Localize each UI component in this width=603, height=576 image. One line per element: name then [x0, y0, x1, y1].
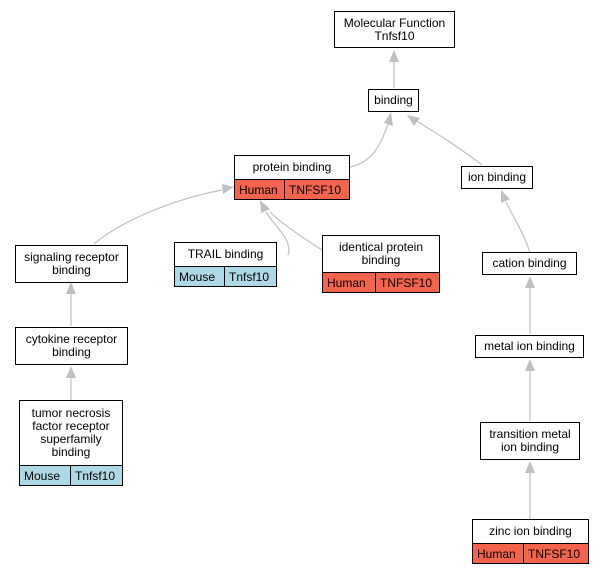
node-signaling-receptor-binding[interactable]: signaling receptor binding — [15, 245, 128, 283]
node-label: identical protein binding — [338, 240, 424, 267]
edge-identical-to-protein-binding — [269, 211, 323, 251]
species-row: Human TNFSF10 — [235, 179, 349, 199]
species-row: Human TNFSF10 — [473, 543, 588, 563]
node-identical-protein-binding[interactable]: identical protein binding Human TNFSF10 — [322, 235, 440, 293]
species-label: Human — [235, 180, 285, 199]
node-label: signaling receptor binding — [24, 250, 119, 277]
node-label: TRAIL binding — [187, 247, 264, 261]
gene-symbol: Tnfsf10 — [75, 468, 116, 483]
node-cation-binding[interactable]: cation binding — [482, 252, 577, 275]
species-label: Human — [473, 544, 524, 563]
gene-symbol: TNFSF10 — [528, 546, 581, 561]
edge-signaling-receptor-to-protein-binding — [93, 189, 223, 245]
gene-symbol: Tnfsf10 — [229, 269, 270, 284]
node-cytokine-receptor-binding[interactable]: cytokine receptor binding — [15, 327, 128, 365]
species-label: Human — [323, 273, 376, 292]
node-molecular-function[interactable]: Molecular Function Tnfsf10 — [334, 11, 455, 48]
species-row: Mouse Tnfsf10 — [175, 266, 276, 286]
species-label: Mouse — [175, 267, 225, 286]
node-binding[interactable]: binding — [368, 89, 419, 112]
node-label: cytokine receptor binding — [25, 332, 118, 359]
node-tnf-receptor-superfamily-binding[interactable]: tumor necrosis factor receptor superfami… — [19, 400, 123, 486]
node-label: Molecular Function Tnfsf10 — [343, 15, 446, 43]
edge-arrow-protein-binding-b — [260, 200, 270, 213]
node-label: zinc ion binding — [489, 524, 572, 538]
gene-symbol: TNFSF10 — [380, 275, 433, 290]
node-transition-metal-ion-binding[interactable]: transition metal ion binding — [480, 422, 580, 460]
edge-arrow-root — [389, 50, 399, 62]
node-metal-ion-binding[interactable]: metal ion binding — [475, 335, 584, 358]
node-label: metal ion binding — [484, 339, 575, 353]
edge-arrow-signaling — [66, 282, 76, 294]
edge-protein-binding-to-binding — [349, 123, 389, 168]
species-label: Mouse — [20, 466, 71, 485]
species-row: Human TNFSF10 — [323, 272, 439, 292]
node-ion-binding[interactable]: ion binding — [461, 166, 533, 189]
node-label: ion binding — [467, 170, 527, 184]
edge-trail-to-protein-binding — [265, 211, 290, 256]
edge-arrow-metal — [525, 359, 535, 371]
node-label: binding — [374, 93, 413, 107]
edge-arrow-cation — [525, 276, 535, 288]
edge-arrow-cytokine — [66, 366, 76, 378]
node-zinc-ion-binding[interactable]: zinc ion binding Human TNFSF10 — [472, 519, 589, 564]
node-protein-binding[interactable]: protein binding Human TNFSF10 — [234, 155, 350, 200]
edge-arrow-binding-b — [407, 115, 420, 126]
edge-arrow-ion-binding — [501, 190, 510, 203]
node-trail-binding[interactable]: TRAIL binding Mouse Tnfsf10 — [174, 242, 277, 287]
node-label: tumor necrosis factor receptor superfami… — [31, 406, 111, 459]
edge-arrow-transition — [525, 461, 535, 473]
gene-symbol: TNFSF10 — [289, 182, 342, 197]
edge-cation-to-ion-binding — [505, 201, 531, 254]
species-row: Mouse Tnfsf10 — [20, 465, 122, 485]
node-label: transition metal ion binding — [489, 427, 571, 454]
edge-ion-binding-to-binding — [417, 121, 483, 166]
edge-arrow-binding-a — [384, 112, 393, 126]
node-label: protein binding — [252, 160, 332, 174]
edge-arrow-protein-binding-a — [222, 184, 234, 194]
node-label: cation binding — [492, 256, 567, 270]
